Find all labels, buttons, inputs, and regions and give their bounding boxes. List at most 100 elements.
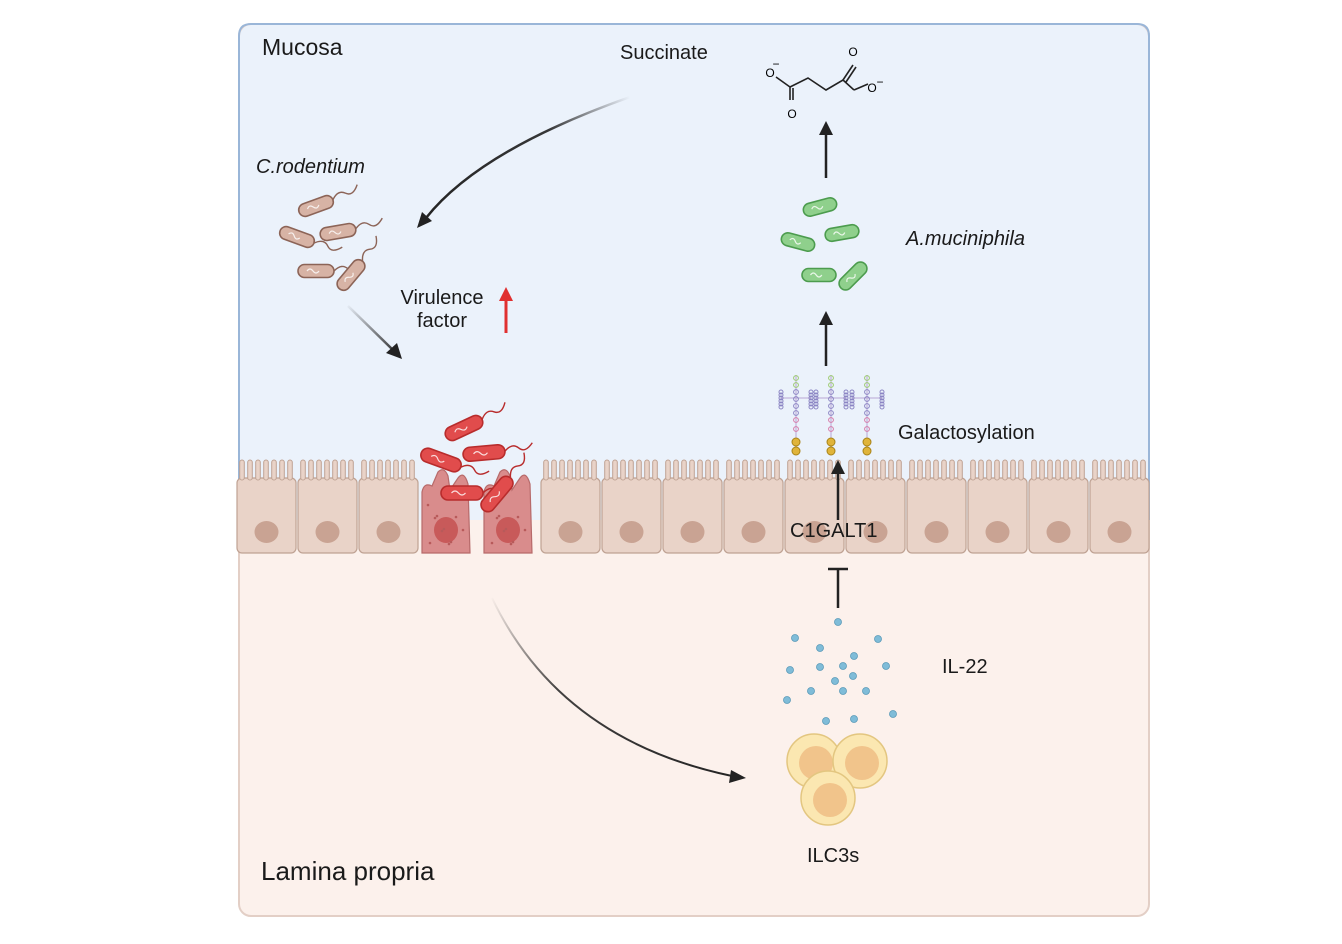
bacterium-dna [288, 232, 301, 240]
microvillus [385, 459, 391, 481]
glycan-unit [828, 426, 834, 432]
microvillus [1132, 459, 1138, 481]
glycan-unit [828, 375, 834, 381]
glycan-core [826, 437, 836, 447]
glycan-unit [808, 404, 814, 410]
glycan-unit [828, 417, 834, 423]
glycan-unit [778, 395, 784, 401]
bacterium-body [780, 231, 816, 253]
microvillus [819, 459, 825, 481]
glycan-unit [808, 401, 814, 407]
bacterium-dna [344, 272, 354, 283]
bacterium-dna [430, 454, 445, 463]
galactosylation-label: Galactosylation [898, 422, 1035, 444]
bacterium-body [336, 258, 366, 292]
cell-debris [461, 528, 465, 532]
microvillus [665, 459, 671, 481]
cell-nucleus [376, 521, 401, 543]
glycan-unit [849, 398, 855, 404]
microvillus [644, 459, 650, 481]
glycan-chain [849, 375, 885, 456]
glycan-unit [879, 404, 885, 410]
epithelial-cell [784, 459, 845, 554]
ilc3-nucleus [845, 746, 879, 780]
glycan-unit [793, 403, 799, 409]
epithelial-cell [236, 459, 297, 554]
bacterium-body [297, 263, 335, 279]
microvillus [750, 459, 756, 481]
il22-dot [874, 635, 882, 643]
glycan-unit [813, 404, 819, 410]
glycan-unit [778, 398, 784, 404]
frame-group [239, 24, 1149, 916]
microvillus [705, 459, 711, 481]
glycan-unit [849, 392, 855, 398]
il22-dot [839, 662, 847, 670]
glycan-unit [778, 392, 784, 398]
microvillus [917, 459, 923, 481]
arrow-succinate-to-crodentium [425, 95, 631, 219]
glycan-unit [864, 403, 870, 409]
epithelial-cell [723, 459, 784, 554]
glycan-unit [849, 404, 855, 410]
glycan-unit [879, 392, 885, 398]
c-rodentium-cell [278, 225, 343, 251]
glycan-unit [849, 395, 855, 401]
arrowhead-glycan-to-akk [819, 311, 833, 325]
microvillus [271, 459, 277, 481]
microvillus [287, 459, 293, 481]
cell-nucleus [863, 521, 888, 543]
microvillus [1071, 459, 1077, 481]
microvillus [1116, 459, 1122, 481]
a-muciniphila-bacteria [780, 196, 868, 291]
glycan-unit [808, 395, 814, 401]
epithelial-cell [297, 459, 358, 554]
virulence-line-2: factor [416, 310, 468, 332]
arrowhead-ilc3 [729, 770, 746, 783]
cell-debris [426, 503, 430, 507]
il22-dot [834, 618, 842, 626]
glycan-unit [843, 404, 849, 410]
bacterium-dna [451, 490, 466, 496]
infected-nucleus [496, 517, 520, 543]
cell-nucleus [985, 521, 1010, 543]
glycan-unit [793, 389, 799, 395]
microvillus [856, 459, 862, 481]
microvillus [409, 459, 415, 481]
microvillus [933, 459, 939, 481]
microvillus [559, 459, 565, 481]
c-rodentium-cell [319, 217, 383, 242]
microvillus [369, 459, 375, 481]
bacterium-dna [328, 230, 342, 235]
glycan-unit [843, 398, 849, 404]
glycan-unit [864, 382, 870, 388]
microvillus [612, 459, 618, 481]
glycan-unit [813, 401, 819, 407]
microvillus [1002, 459, 1008, 481]
lamina-propria-label: Lamina propria [261, 856, 435, 886]
epithelial-layer [236, 459, 1150, 554]
oxygen-atom-4: O [867, 81, 876, 95]
il22-dot [816, 663, 824, 671]
a-muciniphila-label: A.muciniphila [906, 228, 1025, 250]
microvillus [978, 459, 984, 481]
glycan-unit [793, 396, 799, 402]
c1galt1-label: C1GALT1 [790, 520, 878, 542]
glycan-unit [778, 404, 784, 410]
ilc3-cells [786, 733, 888, 826]
il22-dot [822, 717, 830, 725]
microvillus [628, 459, 634, 481]
microvillus [308, 459, 314, 481]
glycan-unit [843, 395, 849, 401]
cell-debris [442, 527, 446, 531]
il22-dot [839, 687, 847, 695]
il22-dot [862, 687, 870, 695]
microvillus [551, 459, 557, 481]
bacterium-dna [306, 204, 320, 210]
succinate-molecule [775, 64, 869, 100]
invading-bacterium [480, 452, 526, 513]
oxygen-atom-1: O [765, 66, 774, 80]
cell-debris [511, 540, 515, 544]
glycan-unit [849, 389, 855, 395]
